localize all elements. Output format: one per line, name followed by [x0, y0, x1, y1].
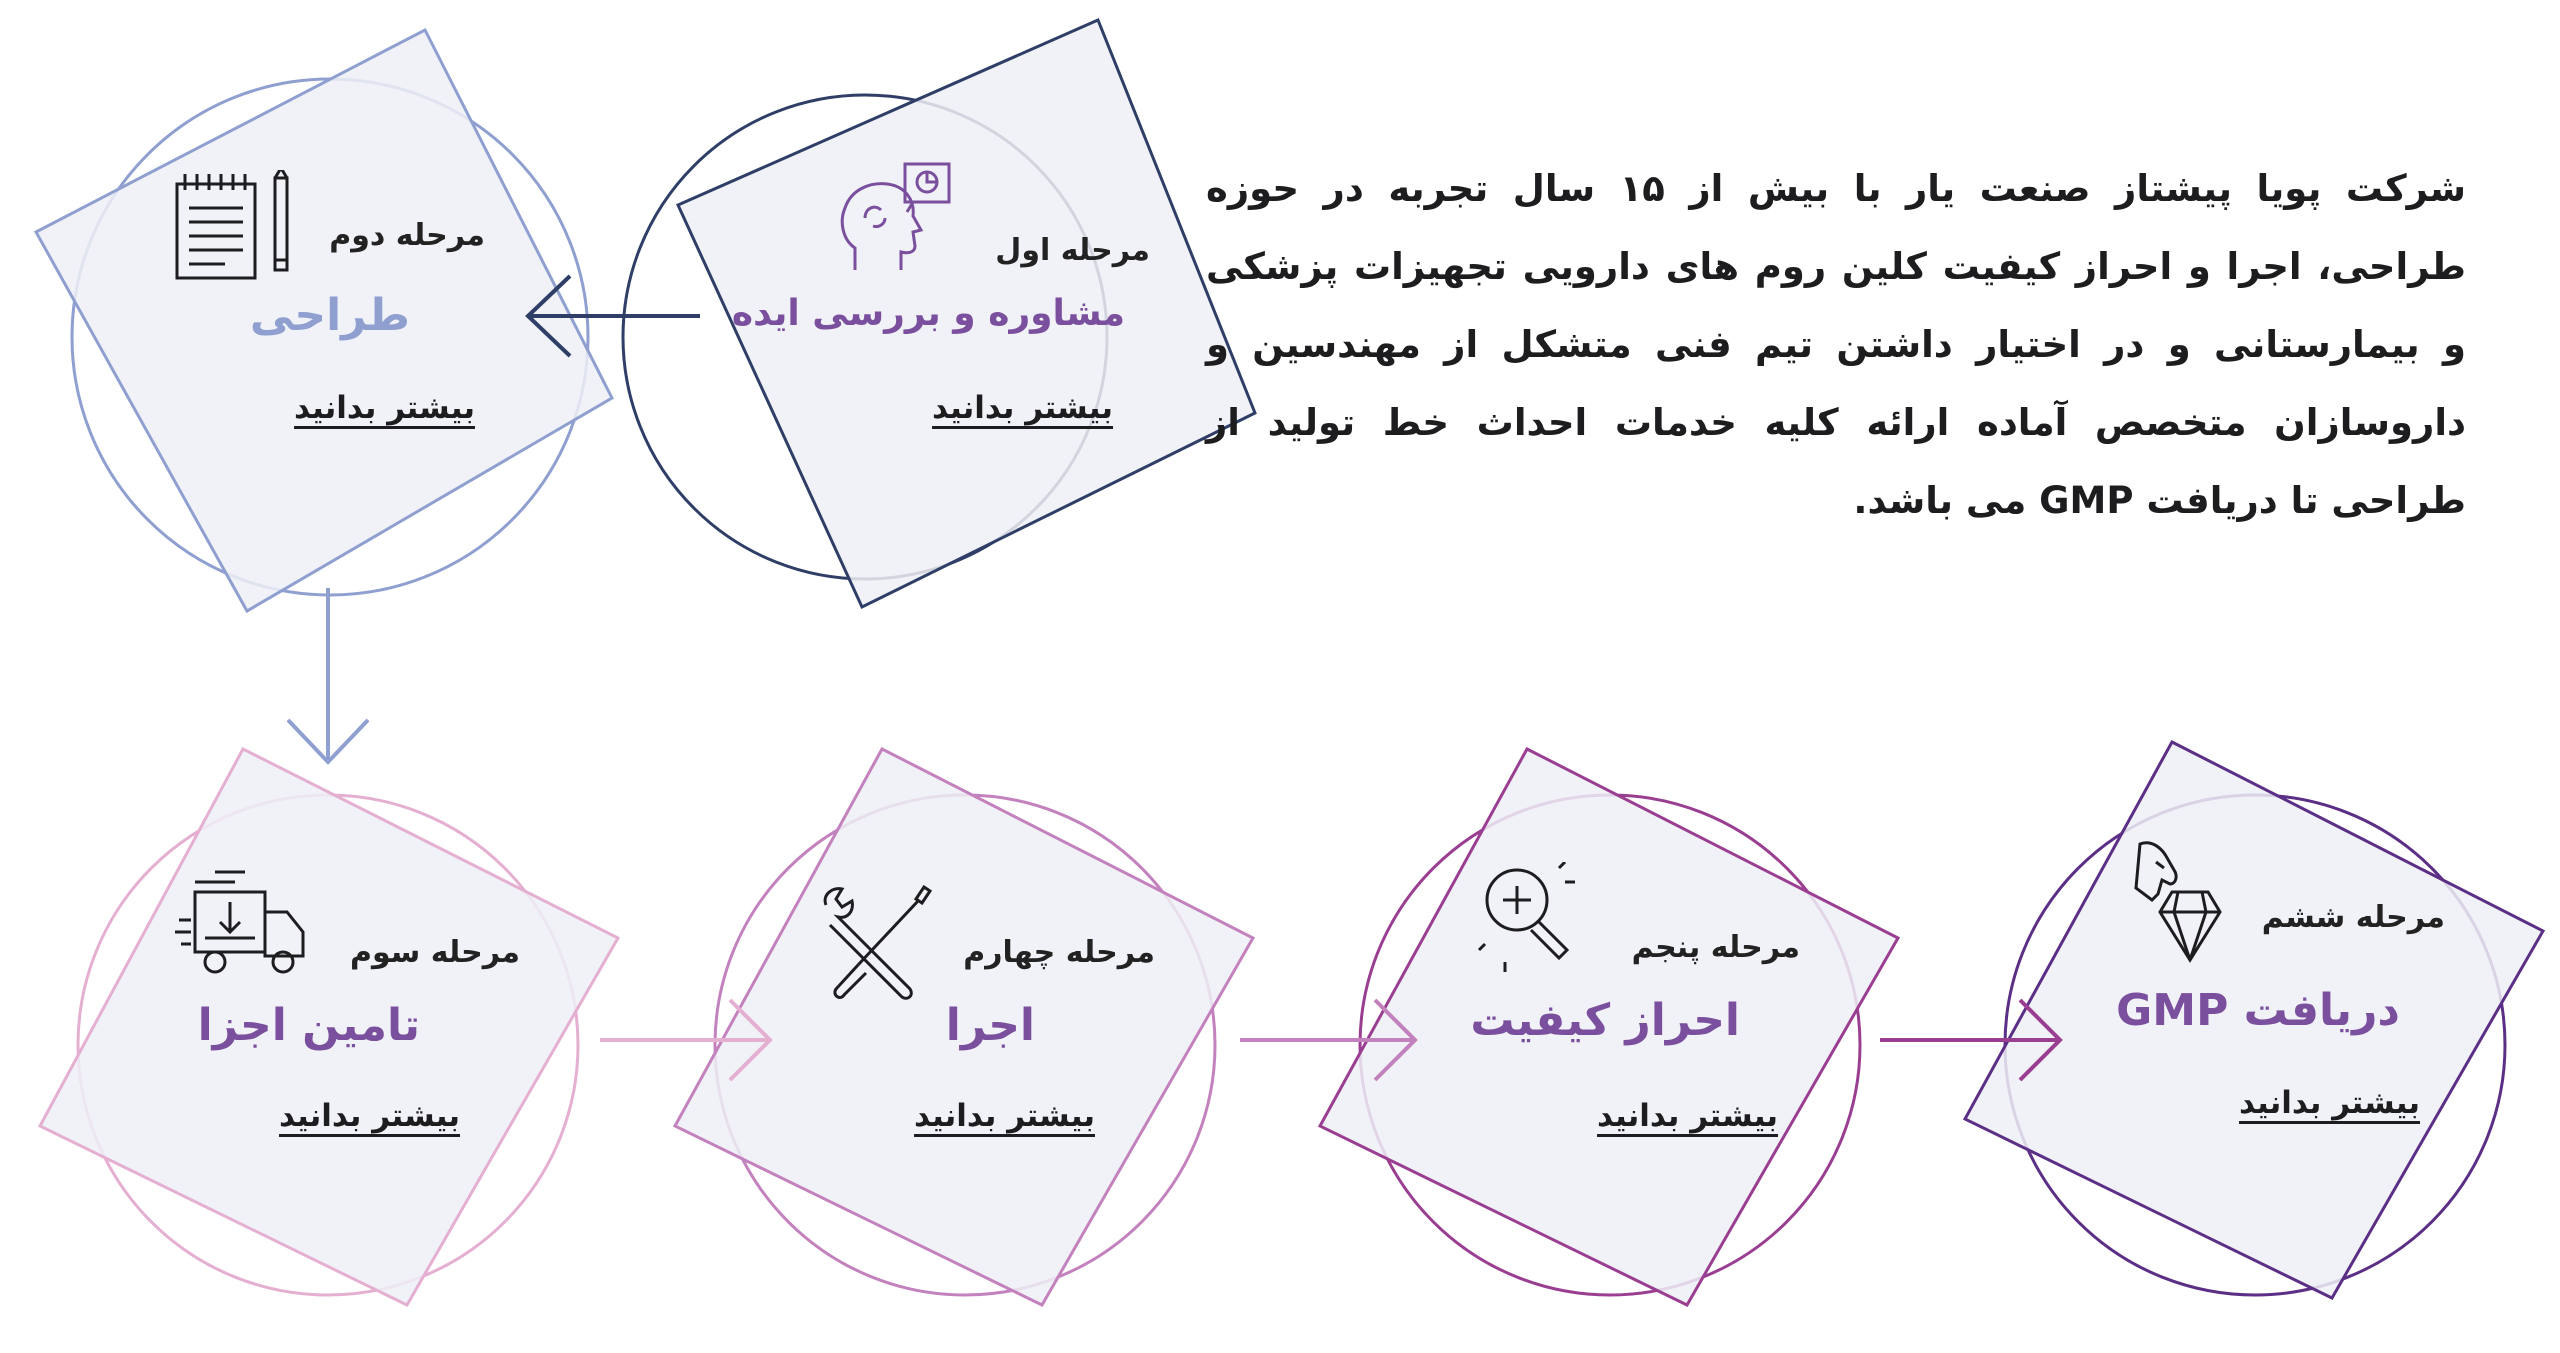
stage-1-more-link[interactable]: بیشتر بدانید — [932, 390, 1113, 426]
stage-1-label: مرحله اول — [995, 233, 1150, 268]
hand-diamond-icon — [2134, 841, 2222, 963]
stage-4-more-link[interactable]: بیشتر بدانید — [914, 1098, 1095, 1134]
stage-1-frame — [621, 18, 1257, 610]
stage-5-title: احراز کیفیت — [1470, 995, 1740, 1046]
arrow-stage2-to-stage3 — [286, 588, 370, 765]
stage-3-frame — [37, 747, 621, 1307]
stage-6-label: مرحله ششم — [2261, 900, 2445, 935]
stage-2-title: طراحی — [249, 290, 410, 341]
arrow-stage1-to-stage2 — [525, 274, 700, 358]
intro-paragraph: شرکت پویا پیشتاز صنعت یار با بیش از ۱۵ س… — [1206, 167, 2466, 522]
delivery-truck-icon — [175, 870, 305, 974]
stage-4-title: اجرا — [945, 1000, 1035, 1051]
stage-6-frame — [1962, 740, 2546, 1300]
stage-3-label: مرحله سوم — [349, 935, 520, 970]
stage-2-label: مرحله دوم — [329, 218, 485, 253]
stage-2-more-link[interactable]: بیشتر بدانید — [294, 390, 475, 426]
arrow-stage5-to-stage6 — [1880, 998, 2063, 1082]
stage-5-frame — [1317, 747, 1901, 1307]
wrench-screwdriver-icon — [823, 885, 933, 1000]
consulting-head-icon — [840, 162, 951, 270]
stage-1-title: مشاوره و بررسی ایده — [731, 293, 1125, 334]
stage-6-title: دریافت GMP — [2116, 985, 2400, 1036]
stage-4-frame — [672, 747, 1256, 1307]
stage-5-label: مرحله پنجم — [1631, 930, 1800, 965]
notepad-pencil-icon — [175, 170, 289, 280]
magnifier-plus-icon — [1477, 862, 1575, 972]
stage-6-more-link[interactable]: بیشتر بدانید — [2239, 1085, 2420, 1121]
stage-3-more-link[interactable]: بیشتر بدانید — [279, 1098, 460, 1134]
stage-3-title: تامین اجزا — [197, 1000, 420, 1051]
arrow-stage3-to-stage4 — [600, 998, 773, 1082]
stage-5-more-link[interactable]: بیشتر بدانید — [1597, 1098, 1778, 1134]
stage-4-label: مرحله چهارم — [963, 935, 1155, 970]
arrow-stage4-to-stage5 — [1240, 998, 1418, 1082]
